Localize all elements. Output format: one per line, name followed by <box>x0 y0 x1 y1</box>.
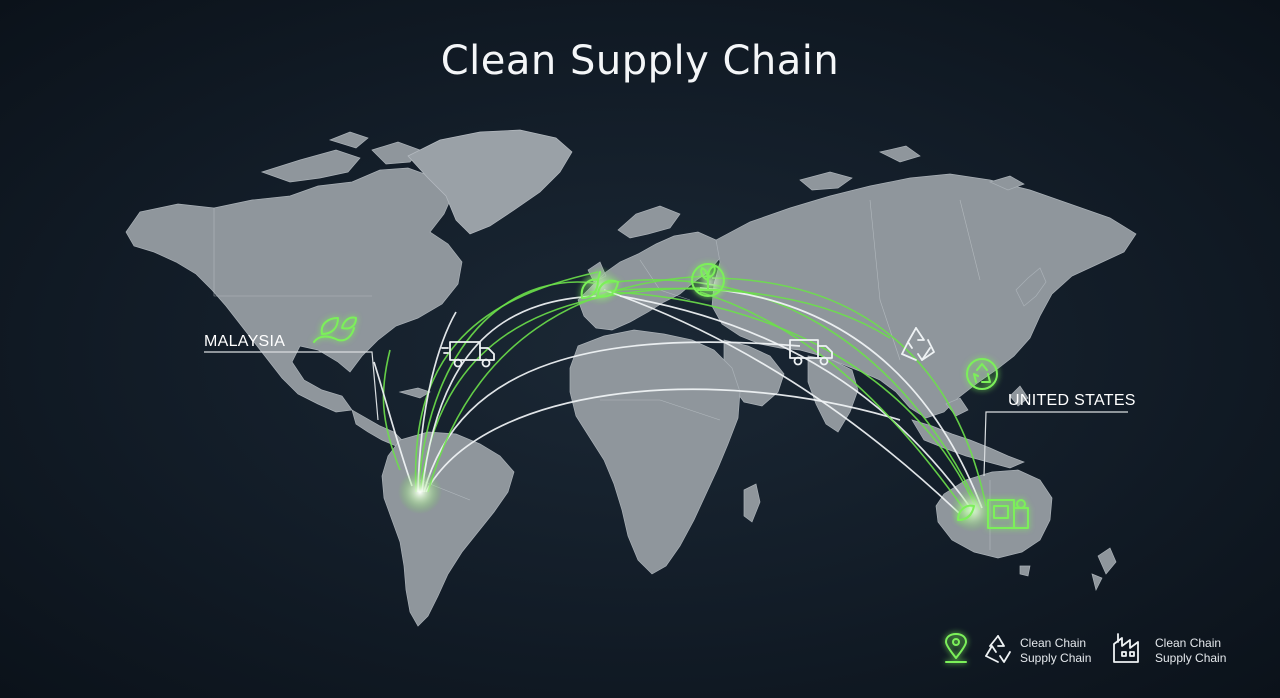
legend-item-1-line2: Supply Chain <box>1020 651 1092 665</box>
page-title: Clean Supply Chain <box>440 38 840 84</box>
tasmania <box>1019 565 1031 577</box>
route-sa-europe-1 <box>417 281 601 493</box>
route-sa-europe-4 <box>421 295 597 493</box>
route-sa-europe-5 <box>427 275 713 493</box>
callout-line-east <box>983 411 1128 477</box>
legend-item-2-line2: Supply Chain <box>1155 651 1227 665</box>
recycle-icon <box>901 327 935 361</box>
route-sa-na <box>382 349 401 471</box>
continent-north-america <box>125 167 463 413</box>
legend-factory-icon <box>1113 633 1139 663</box>
route-europe-australia-2 <box>609 291 977 509</box>
continent-greenland <box>407 129 573 235</box>
factory-icon-map <box>987 499 1029 529</box>
arctic-russia-islands <box>799 145 1025 191</box>
leaves-icon <box>580 271 619 299</box>
route-europe-australia-6 <box>699 291 967 513</box>
delivery-truck-icon <box>441 341 495 368</box>
legend-item-1-line1: Clean Chain <box>1020 636 1087 650</box>
legend-item-1: Clean Chain Supply Chain <box>1020 636 1091 666</box>
legend-item-2-line1: Clean Chain <box>1155 636 1222 650</box>
route-europe-asia <box>589 287 891 339</box>
delivery-truck-icon-2 <box>789 339 833 366</box>
legend-item-2: Clean Chain Supply Chain <box>1155 636 1226 666</box>
route-europe-australia-5 <box>619 295 973 511</box>
japan <box>1015 267 1047 307</box>
hub-south-america <box>398 470 442 514</box>
location-pin-icon <box>945 633 967 663</box>
legend-recycle-icon <box>985 635 1011 663</box>
callout-label-west: MALAYSIA <box>204 333 286 350</box>
route-europe-australia-1 <box>599 279 981 511</box>
recycle-circle-icon <box>966 358 998 390</box>
globe-plant-icon <box>691 263 725 297</box>
continent-africa <box>569 329 741 575</box>
route-sa-na-2 <box>373 361 413 487</box>
route-europe-australia-4 <box>711 277 987 507</box>
new-zealand <box>1091 547 1117 592</box>
route-sa-asia-2 <box>425 388 901 493</box>
madagascar <box>743 483 761 523</box>
route-europe-australia-7 <box>603 289 961 515</box>
route-sa-na-3 <box>417 311 457 493</box>
callout-line-west <box>204 351 379 421</box>
leaf-icon-australia <box>957 504 975 521</box>
leaf-hand-icon <box>313 316 357 343</box>
route-sa-europe-3 <box>414 271 599 493</box>
callout-label-east: UNITED STATES <box>1008 392 1136 409</box>
supply-routes <box>373 271 987 515</box>
route-europe-australia-3 <box>699 287 983 509</box>
continent-south-america <box>381 431 515 627</box>
callout-lines <box>204 351 1128 477</box>
